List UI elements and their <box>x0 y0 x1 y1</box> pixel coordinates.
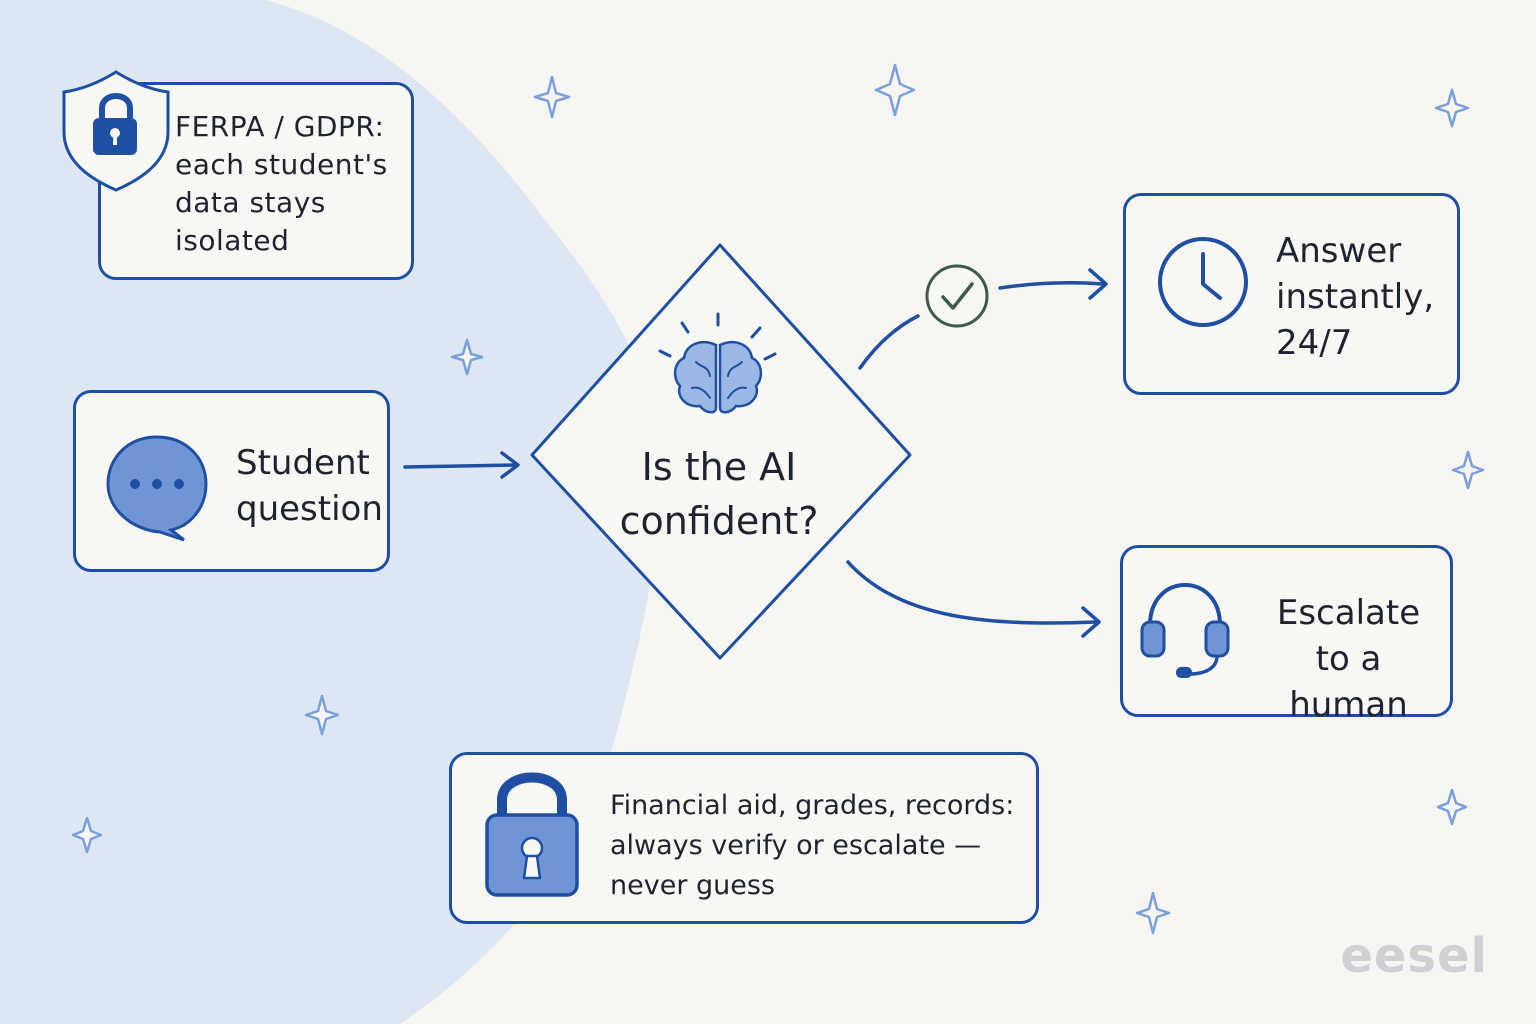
headset-icon <box>1140 582 1230 678</box>
clock-icon <box>1158 237 1248 327</box>
student-question-label: Student question <box>236 443 383 529</box>
answer-card <box>1123 193 1460 395</box>
arrow-to-decision <box>403 451 520 479</box>
ferpa-note-text: FERPA / GDPR: each student's data stays … <box>175 110 388 257</box>
financial-note-text: Financial aid, grades, records: always v… <box>610 790 1015 901</box>
brain-icon <box>658 312 777 414</box>
check-circle-icon <box>925 264 989 328</box>
answer-label: Answer instantly, 24/7 <box>1276 231 1435 363</box>
decision-label: Is the AI confident? <box>619 445 819 543</box>
eesel-logo: eesel <box>1340 928 1488 984</box>
arrow-to-escalate <box>846 560 1101 638</box>
arrow-to-answer <box>858 268 1108 370</box>
escalate-label: Escalate to a human <box>1276 593 1421 725</box>
escalate-card <box>1120 545 1453 717</box>
shield-lock-icon <box>62 70 170 192</box>
padlock-icon <box>485 772 579 897</box>
chat-bubble-icon <box>106 435 208 542</box>
decision-diamond <box>530 243 912 660</box>
sparkle-icon <box>71 63 1485 935</box>
